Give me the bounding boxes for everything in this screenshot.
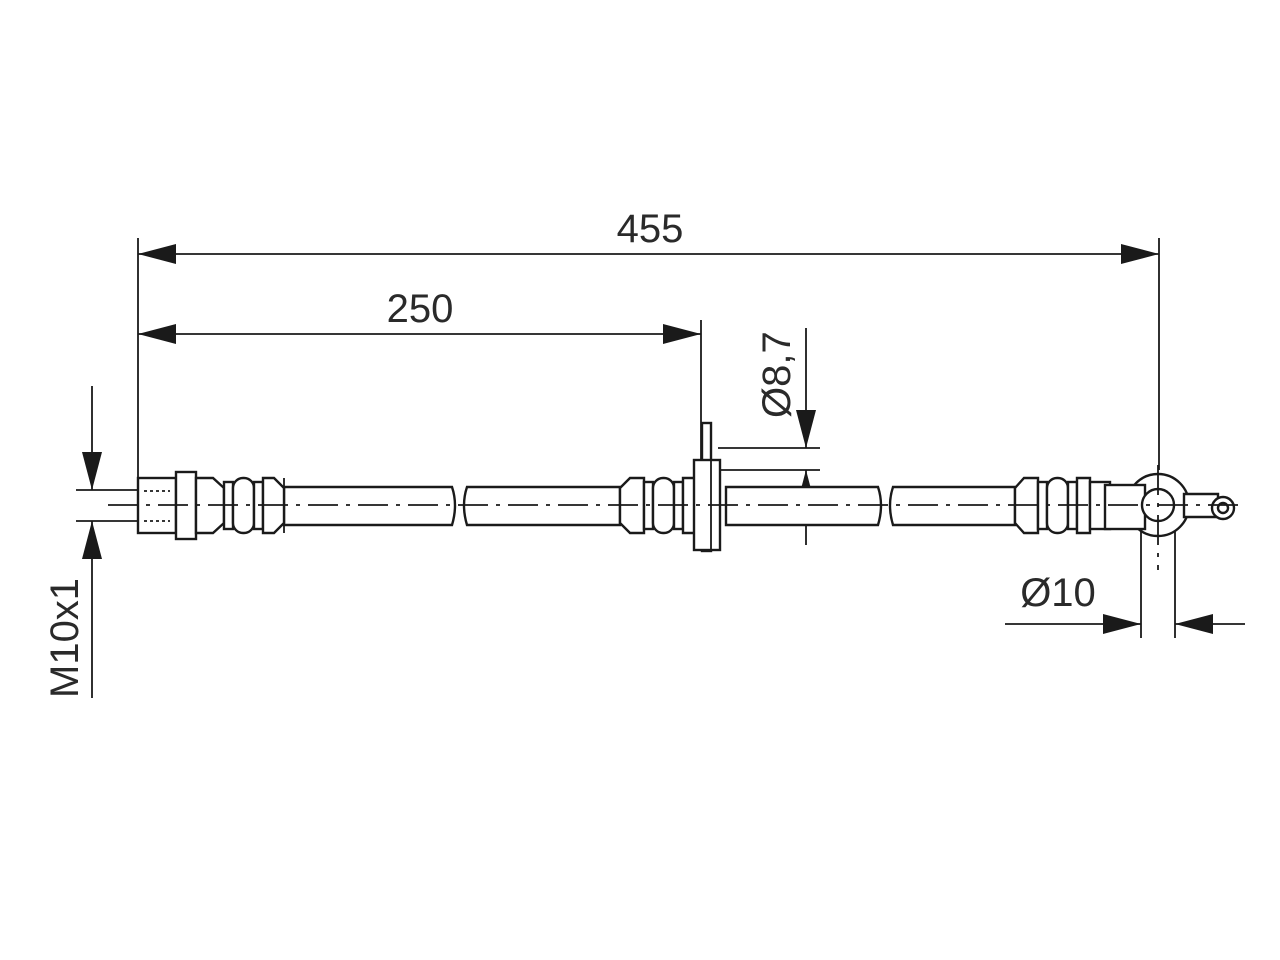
thread-label: M10x1 <box>43 578 87 698</box>
banjo-bore-label: Ø10 <box>1020 571 1096 615</box>
hose-assembly <box>108 421 1245 570</box>
dimension-thread: M10x1 <box>43 386 102 698</box>
center-lines <box>108 465 1245 570</box>
dimension-bracket-position: 250 <box>138 287 701 344</box>
dimension-overall-length: 455 <box>138 207 1159 264</box>
bracket-position-label: 250 <box>387 287 454 331</box>
overall-length-label: 455 <box>617 207 684 251</box>
middle-bracket-fitting <box>618 421 722 553</box>
hose-tube <box>282 485 1017 527</box>
bracket-hole-label: Ø8,7 <box>755 331 799 418</box>
extension-lines <box>76 238 1176 638</box>
dimension-banjo-bore: Ø10 <box>1005 571 1245 634</box>
